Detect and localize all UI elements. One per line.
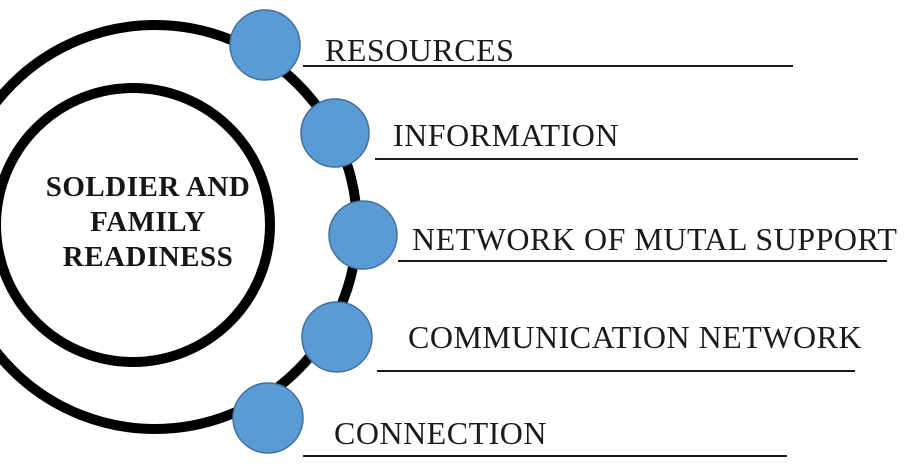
inner-ring (0, 83, 275, 367)
node-dot-information (300, 98, 370, 168)
label-communication-network: COMMUNICATION NETWORK (408, 319, 863, 355)
rule-line-communication-network (377, 370, 855, 372)
center-title: SOLDIER AND FAMILY READINESS (18, 170, 278, 275)
node-dot-resources (229, 9, 301, 81)
center-title-line: SOLDIER AND (45, 171, 251, 203)
label-information: INFORMATION (393, 117, 619, 153)
label-connection: CONNECTION (334, 415, 547, 451)
node-dot-communication-network (301, 301, 373, 373)
rule-line-information (375, 158, 858, 160)
rule-line-connection (303, 455, 787, 457)
center-title-line: READINESS (62, 241, 234, 273)
node-dot-connection (232, 382, 304, 454)
rule-line-resources (303, 65, 793, 67)
node-dot-network-of-mutal-support (328, 200, 398, 270)
label-resources: RESOURCES (325, 32, 515, 68)
center-title-line: FAMILY (90, 206, 206, 238)
rule-line-network-of-mutal-support (398, 260, 887, 262)
label-network-of-mutal-support: NETWORK OF MUTAL SUPPORT (412, 221, 898, 257)
